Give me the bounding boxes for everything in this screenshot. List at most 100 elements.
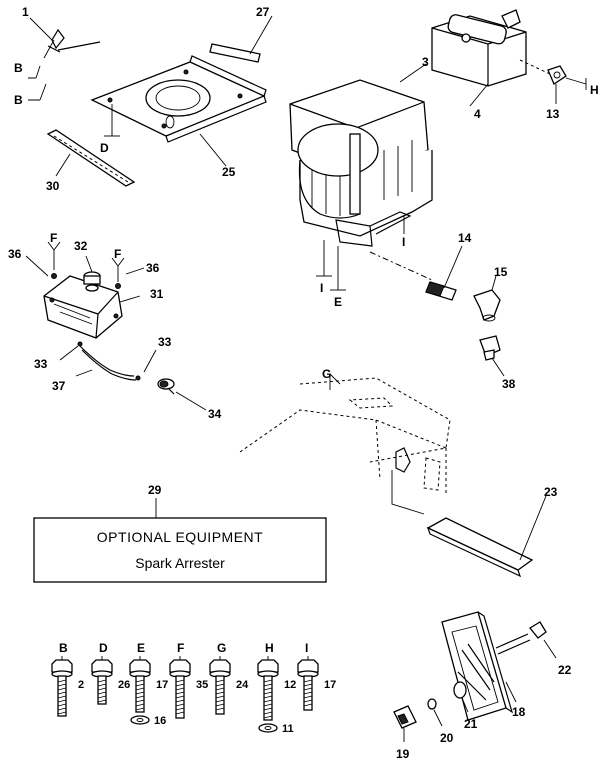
bolt-head: [169, 659, 191, 673]
callout-38: 38: [502, 377, 516, 391]
bolt-thread: [135, 679, 145, 683]
part-27-strip: [209, 15, 273, 63]
bolt-thread: [57, 711, 67, 715]
callout-30: 30: [46, 179, 60, 193]
bolt-thread: [97, 699, 107, 703]
bolt-shank: [215, 675, 225, 715]
hardware-part-b: 2: [78, 679, 84, 691]
hardware-part-f: 35: [196, 679, 208, 691]
bolt-thread: [303, 687, 313, 691]
bolt-thread: [175, 703, 185, 707]
letter-g: G: [322, 367, 331, 381]
part-37-fuel-line: [59, 341, 157, 381]
part-23-shield: [426, 495, 547, 578]
bolt-thread: [263, 699, 273, 703]
washer: [130, 715, 150, 725]
hardware-b-bolt: B2: [51, 641, 84, 717]
callout-31: 31: [150, 287, 164, 301]
part-34-grommet: [157, 378, 207, 411]
part-31-fuel-tank: [43, 275, 141, 339]
bolt-thread: [263, 679, 273, 683]
bolt-head: [129, 659, 151, 673]
bolt-thread: [215, 691, 225, 695]
bolt-thread: [215, 703, 225, 707]
bolt-thread: [175, 683, 185, 687]
letter-i-1: I: [402, 235, 405, 249]
spark-arrester-label: Spark Arrester: [135, 555, 225, 571]
part-14-pipe: [425, 245, 463, 301]
bolt-thread: [215, 695, 225, 699]
part-38-cap: [479, 335, 505, 377]
bolt-thread: [303, 691, 313, 695]
bolt-thread: [263, 687, 273, 691]
hardware-key-b: B: [59, 641, 68, 655]
callout-36b: 36: [146, 261, 160, 275]
bolt-thread: [175, 691, 185, 695]
letter-e: E: [334, 295, 342, 309]
letter-h: H: [590, 83, 599, 97]
bolt-head: [209, 659, 231, 673]
hardware-key-f: F: [177, 641, 184, 655]
f-markers: [25, 241, 145, 289]
spark-arrester-assembly: [393, 611, 557, 742]
washer-hole: [136, 718, 144, 722]
callout-25: 25: [222, 165, 236, 179]
callout-32: 32: [74, 239, 88, 253]
bolt-thread: [263, 703, 273, 707]
callout-19: 19: [396, 747, 410, 761]
bolt-thread: [175, 699, 185, 703]
callout-15: 15: [494, 265, 508, 279]
callout-20: 20: [440, 731, 454, 745]
bolt-thread: [303, 679, 313, 683]
bolt-thread: [57, 699, 67, 703]
bolt-thread: [135, 699, 145, 703]
part-15-elbow: [473, 275, 501, 322]
bolt-thread: [303, 699, 313, 703]
bolt-head: [91, 659, 113, 673]
bolt-thread: [263, 707, 273, 711]
bolt-thread: [135, 695, 145, 699]
bolt-thread: [57, 679, 67, 683]
part-13-nut: [547, 65, 587, 104]
washer-hole: [264, 726, 272, 730]
bolt-thread: [97, 683, 107, 687]
hardware-key-i: I: [305, 641, 308, 655]
bolt-thread: [303, 695, 313, 699]
callout-14: 14: [458, 231, 472, 245]
bolt-thread: [135, 683, 145, 687]
callout-33b: 33: [158, 335, 172, 349]
letter-b-1: B: [14, 61, 23, 75]
hardware-key-e: E: [137, 641, 145, 655]
part-4-muffler: [431, 9, 551, 107]
letter-i-2: I: [320, 281, 323, 295]
bolt-thread: [135, 707, 145, 711]
bolt-thread: [97, 679, 107, 683]
bolt-thread: [97, 691, 107, 695]
part-32-fuel-cap: [83, 255, 101, 292]
bolt-thread: [215, 687, 225, 691]
bolt-thread: [215, 683, 225, 687]
optional-equipment-box: [33, 498, 327, 583]
bolt-thread: [263, 715, 273, 719]
callout-3: 3: [422, 55, 429, 69]
bolt-thread: [263, 683, 273, 687]
hardware-key-g: G: [217, 641, 226, 655]
hardware-i-bolt: I17: [297, 641, 336, 711]
bolt-thread: [57, 691, 67, 695]
bolt-thread: [215, 707, 225, 711]
bolt-thread: [97, 695, 107, 699]
bolt-thread: [57, 703, 67, 707]
hardware-g-bolt: G24: [209, 641, 249, 715]
callout-1: 1: [22, 5, 29, 19]
hardware-part-h: 12: [284, 679, 296, 691]
callout-18: 18: [512, 705, 526, 719]
bolt-thread: [135, 691, 145, 695]
callout-4: 4: [474, 107, 481, 121]
callout-34: 34: [208, 407, 222, 421]
letter-f-2: F: [114, 247, 121, 261]
bolt-thread: [303, 703, 313, 707]
